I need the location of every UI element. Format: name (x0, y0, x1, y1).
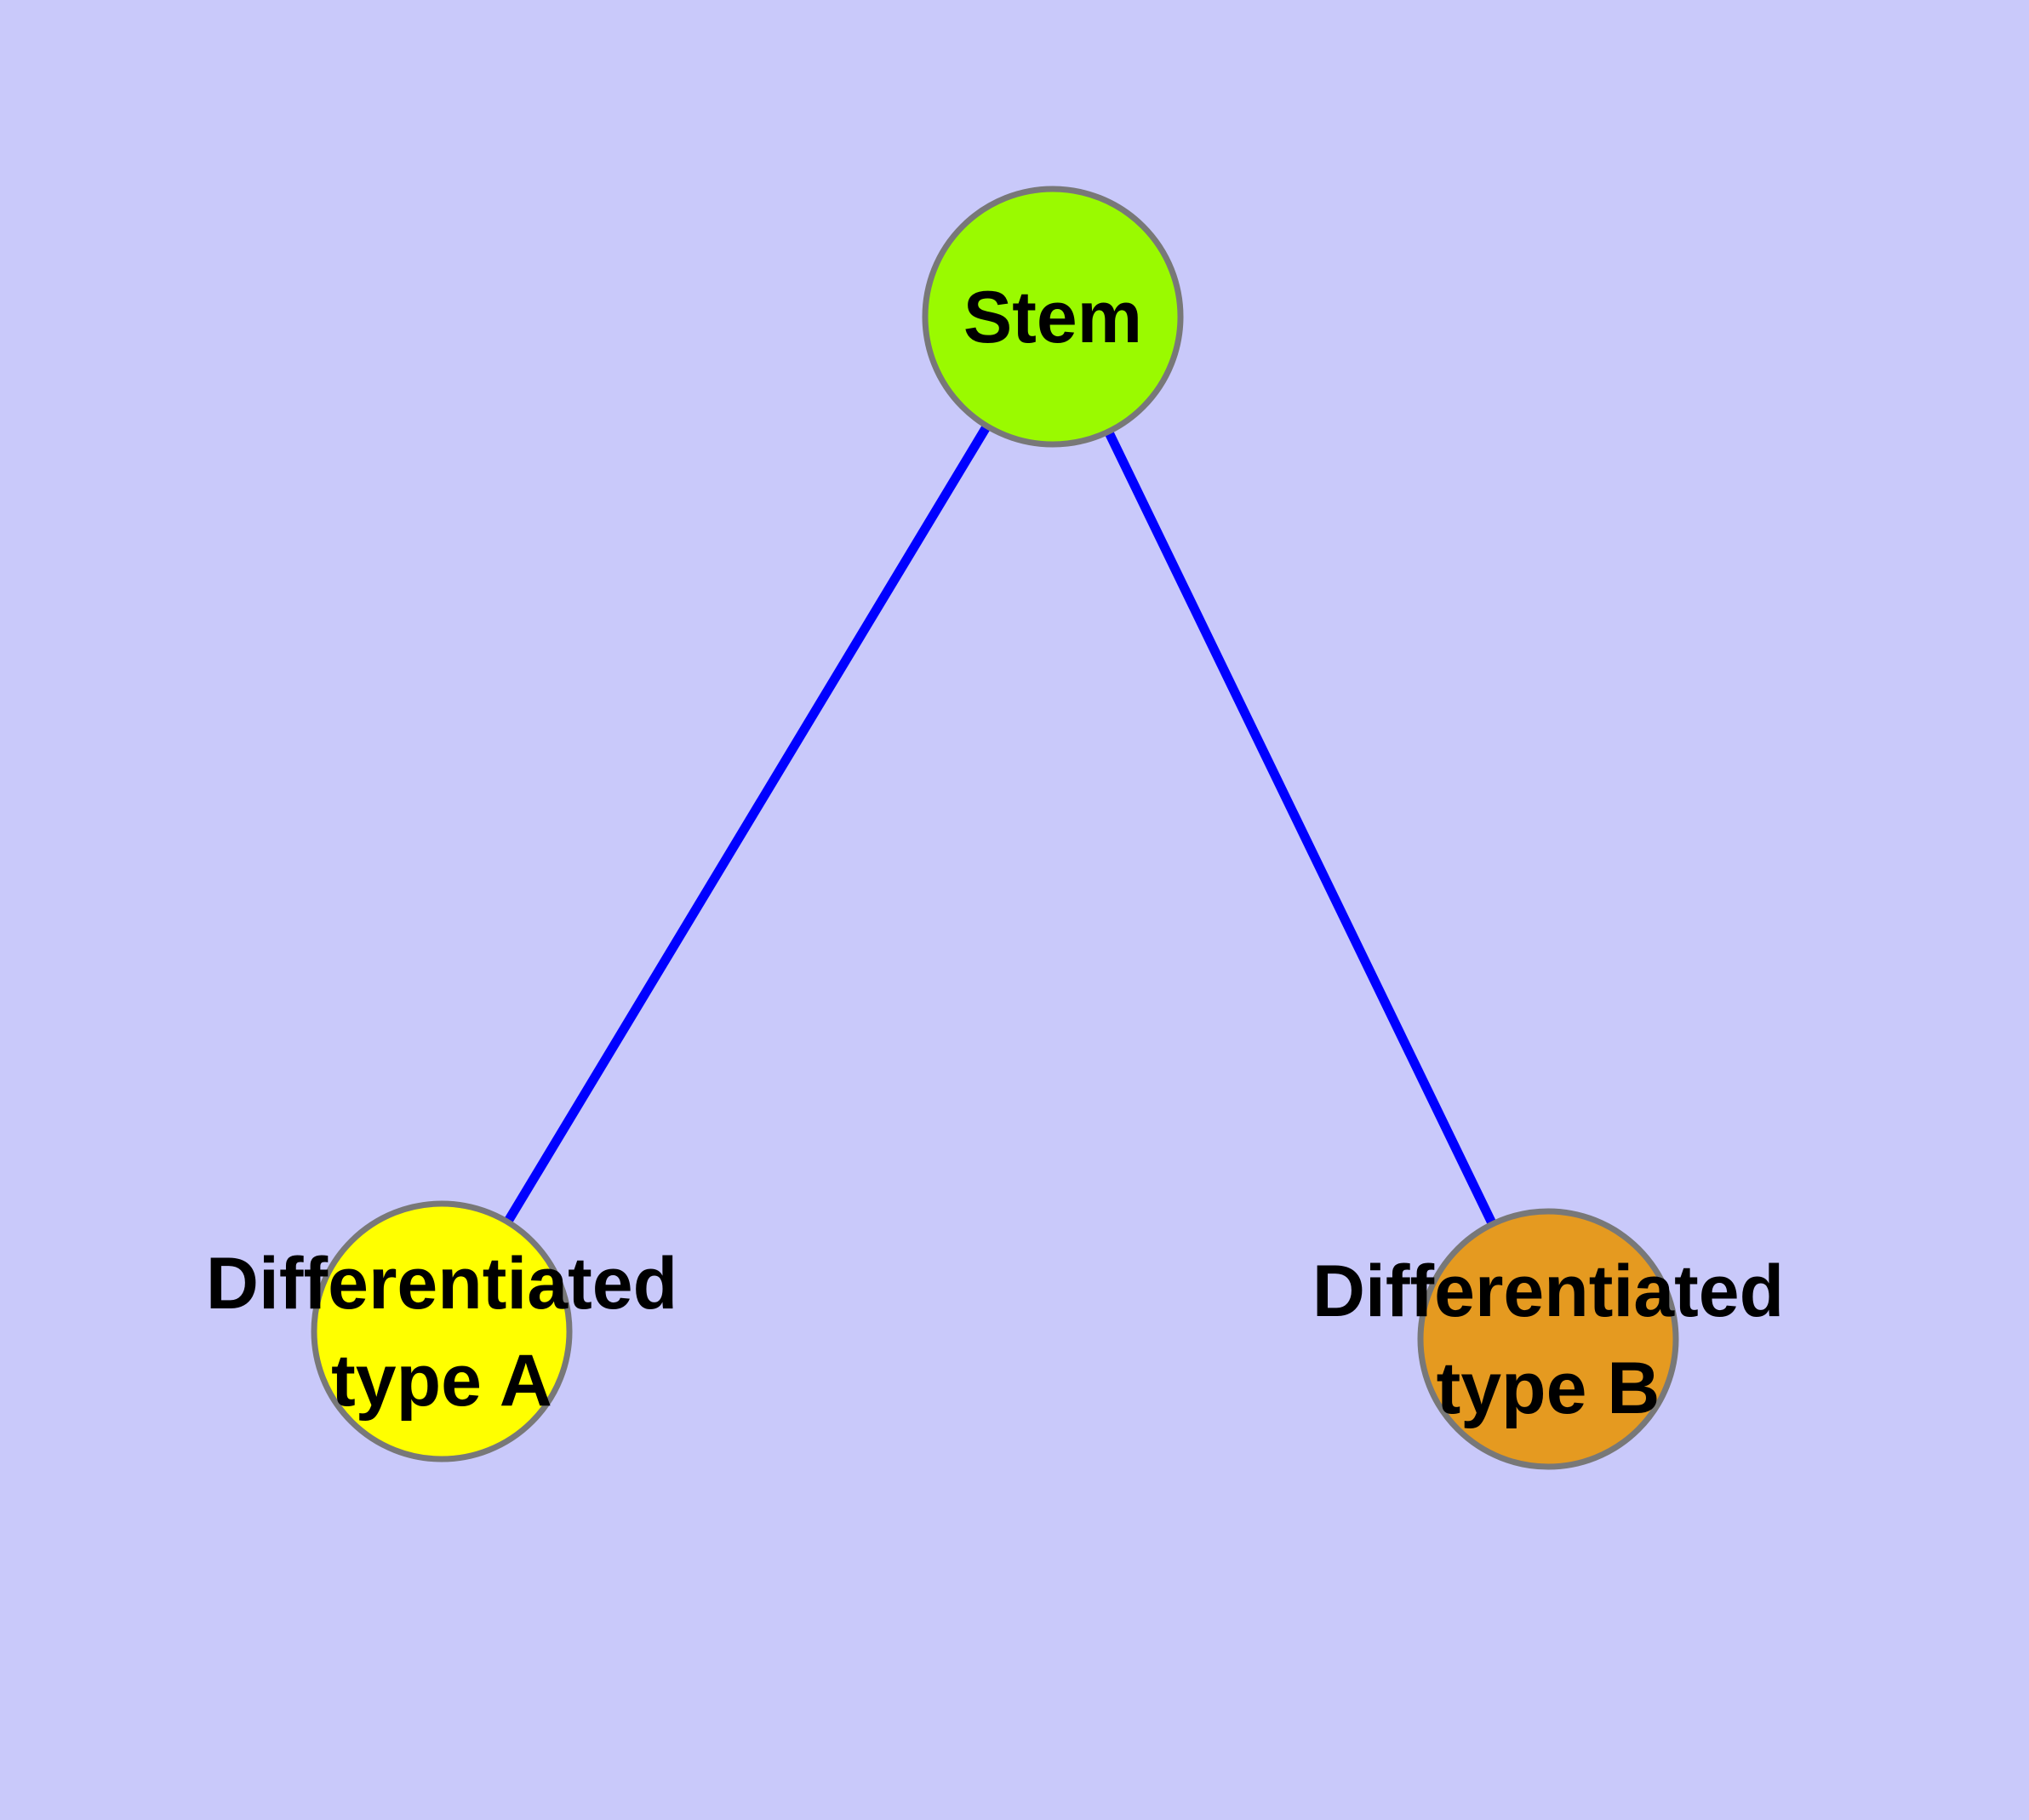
node-stem-circle (922, 186, 1184, 448)
node-stem-label: Stem (963, 277, 1142, 358)
edge-stem-to-differentiated-type-b (1049, 314, 1552, 1342)
edge-stem-to-differentiated-type-a (437, 314, 1057, 1334)
node-differentiated-type-b-circle (1417, 1208, 1679, 1470)
node-differentiated-type-a-circle (311, 1200, 573, 1462)
